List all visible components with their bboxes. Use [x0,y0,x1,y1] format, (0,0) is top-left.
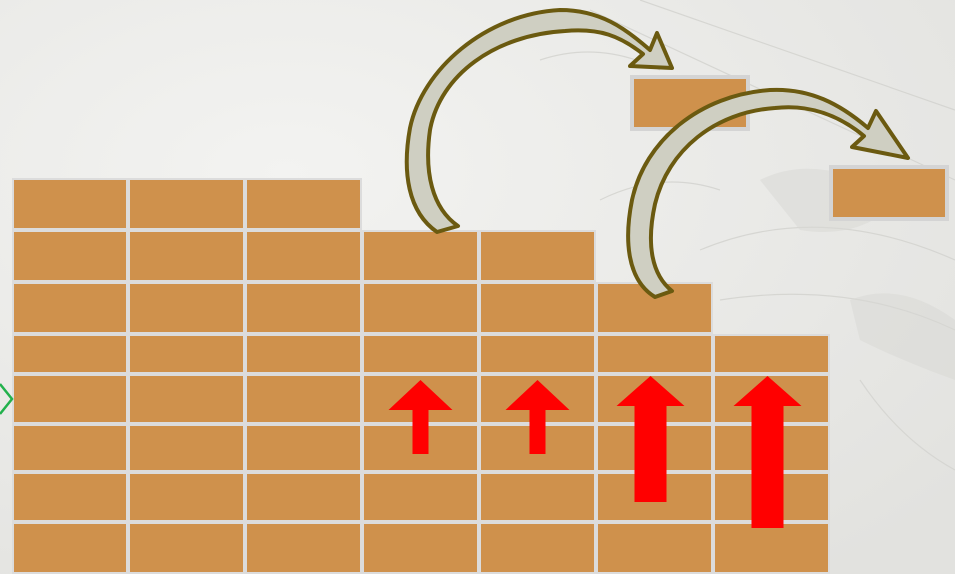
brick [128,522,245,574]
brick [245,230,362,282]
brick [12,334,128,374]
brick [713,334,830,374]
brick [245,374,362,424]
curved-arrow-icon [404,8,674,234]
brick [12,374,128,424]
brick [128,424,245,472]
brick [128,230,245,282]
brick [479,472,596,522]
brick [12,230,128,282]
brick [245,472,362,522]
brick [12,472,128,522]
brick [128,472,245,522]
brick [596,334,713,374]
brick [479,230,596,282]
brick [362,334,479,374]
brick [12,424,128,472]
brick [128,334,245,374]
brick [479,522,596,574]
up-arrow-icon [733,376,802,528]
brick [362,522,479,574]
brick [245,334,362,374]
brick [245,282,362,334]
brick [128,178,245,230]
moved-brick-2 [829,165,949,221]
brick [245,522,362,574]
brick [362,472,479,522]
up-arrow-icon [388,380,453,454]
brick [12,522,128,574]
brick [713,522,830,574]
brick [12,178,128,230]
up-arrow-icon [505,380,570,454]
up-arrow-icon [616,376,685,502]
brick [128,374,245,424]
brick [362,282,479,334]
brick [479,334,596,374]
brick [596,522,713,574]
brick [479,282,596,334]
brick [128,282,245,334]
brick [362,230,479,282]
brick [12,282,128,334]
chevron-right-icon [0,383,14,415]
brick [245,178,362,230]
curved-arrow-icon [626,87,910,299]
brick [245,424,362,472]
